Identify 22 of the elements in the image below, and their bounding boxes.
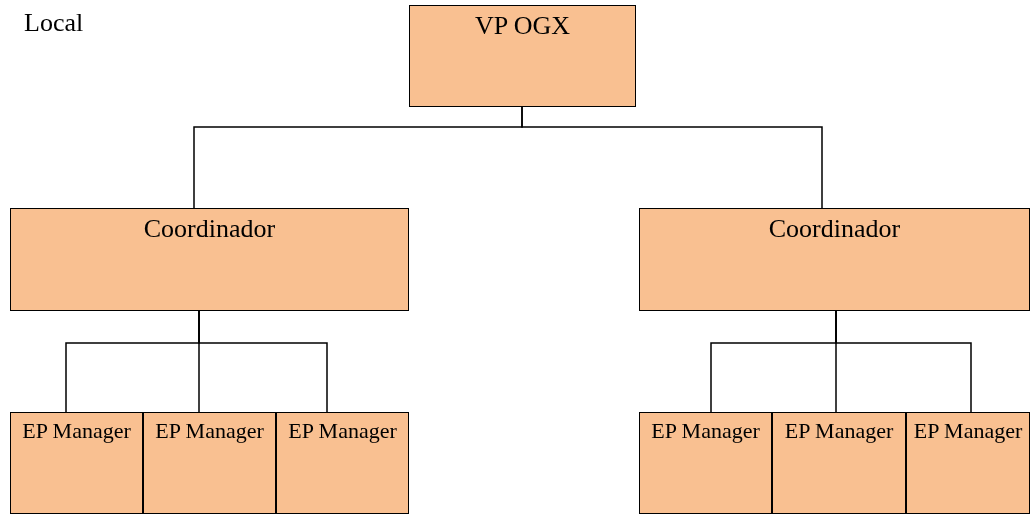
note-text: Local [24, 8, 84, 38]
org-box [639, 208, 1030, 311]
org-box [10, 208, 409, 311]
role-title: VP OGX [473, 10, 572, 42]
role-title: EP Manager [154, 417, 265, 445]
connector-line [198, 310, 328, 413]
org-box [409, 5, 636, 107]
org-box [276, 412, 409, 514]
role-title: Coordinador [142, 213, 277, 245]
role-title: EP Manager [287, 417, 398, 445]
connector-line [835, 310, 972, 413]
org-box [906, 412, 1030, 514]
role-title: EP Manager [912, 417, 1024, 445]
org-box [143, 412, 276, 514]
role-title: Coordinador [767, 213, 902, 245]
role-title: EP Manager [650, 417, 761, 445]
org-box [772, 412, 906, 514]
role-title: EP Manager [21, 417, 132, 445]
connector-line [521, 106, 823, 209]
role-title: EP Manager [783, 417, 895, 445]
org-box [639, 412, 772, 514]
org-box [10, 412, 143, 514]
